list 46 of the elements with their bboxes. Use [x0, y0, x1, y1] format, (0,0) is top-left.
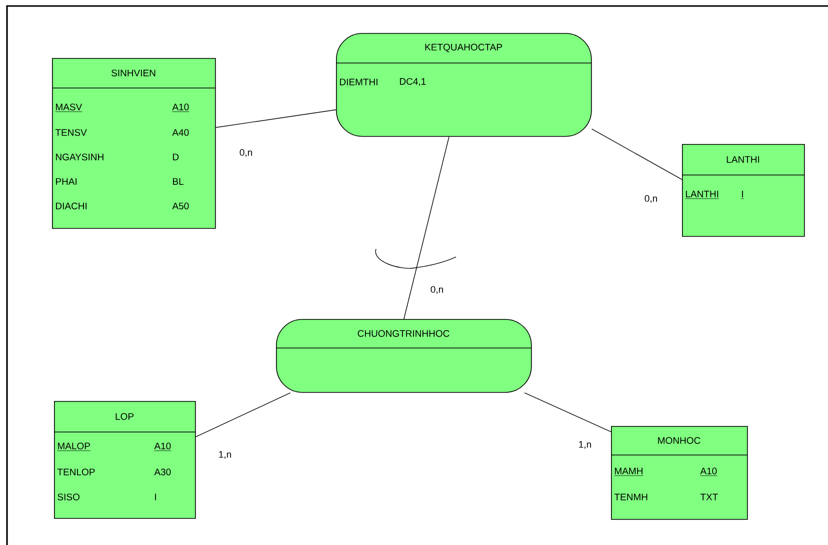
data-type: I — [741, 190, 744, 199]
attribute-name: MAMH — [614, 468, 644, 476]
attribute-name: MASV — [55, 104, 82, 112]
attribute-name: NGAYSINH — [56, 154, 104, 160]
connector-line — [215, 109, 336, 128]
entity-name: CHUONGTRINHHOC — [358, 330, 450, 337]
entity-name: LOP — [116, 413, 134, 420]
data-type: DC4,1 — [400, 78, 426, 86]
attribute-name: TENSV — [55, 129, 87, 136]
attribute-name: TENLOP — [57, 468, 95, 476]
attribute-name: PHAI — [56, 178, 76, 185]
attribute-name: LANTHI — [685, 190, 720, 199]
connector-line — [591, 128, 682, 180]
attribute-name: TENMH — [614, 494, 648, 500]
data-type: D — [173, 154, 179, 160]
data-type: A30 — [154, 468, 171, 476]
entity-name: KETQUAHOCTAP — [425, 44, 502, 52]
entity-box — [52, 58, 216, 229]
entity-name: SINHVIEN — [112, 70, 156, 76]
cardinality-label: 0,n — [429, 285, 445, 295]
attribute-name: DIACHI — [56, 202, 87, 210]
cardinality-label: 0,n — [643, 194, 659, 204]
entity-box — [682, 144, 805, 237]
relationship-box — [276, 319, 532, 393]
attribute-name: SISO — [58, 494, 80, 500]
cardinality-label: 0,n — [238, 148, 254, 158]
data-type: A50 — [172, 202, 189, 210]
data-type: BL — [173, 178, 184, 185]
cardinality-label: 1,n — [217, 450, 233, 460]
connector-line — [195, 392, 291, 438]
relationship-box — [336, 33, 592, 137]
attribute-name: DIEMTHI — [340, 78, 378, 86]
data-type: A10 — [172, 104, 190, 112]
data-type: A40 — [172, 129, 189, 136]
attribute-name: MALOP — [57, 442, 91, 451]
data-type: I — [155, 494, 156, 500]
data-type: A10 — [154, 442, 172, 451]
entity-box — [54, 401, 196, 519]
data-type: A10 — [700, 468, 718, 476]
data-type: TXT — [700, 494, 718, 500]
entity-name: LANTHI — [726, 156, 759, 163]
connector-line — [524, 392, 612, 432]
cardinality-label: 1,n — [577, 440, 593, 450]
entity-box — [610, 426, 748, 520]
entity-name: MONHOC — [658, 437, 700, 444]
connector-line — [404, 136, 450, 320]
